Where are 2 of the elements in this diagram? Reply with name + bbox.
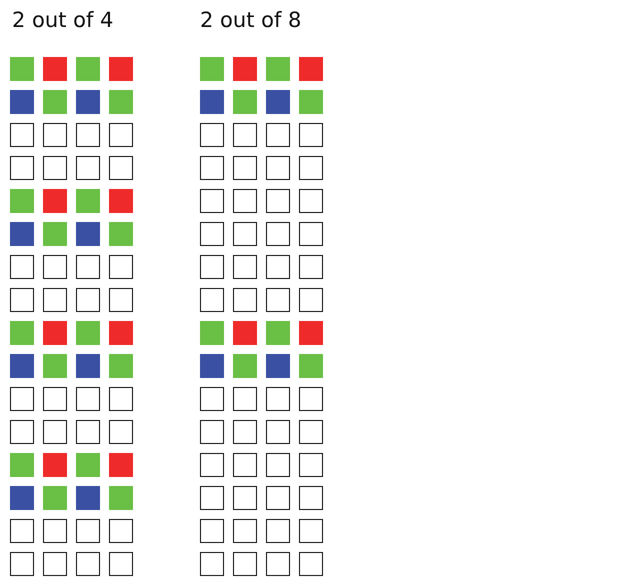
column-heading: 2 out of 8 [200, 8, 302, 32]
column-heading: 2 out of 4 [12, 8, 114, 32]
